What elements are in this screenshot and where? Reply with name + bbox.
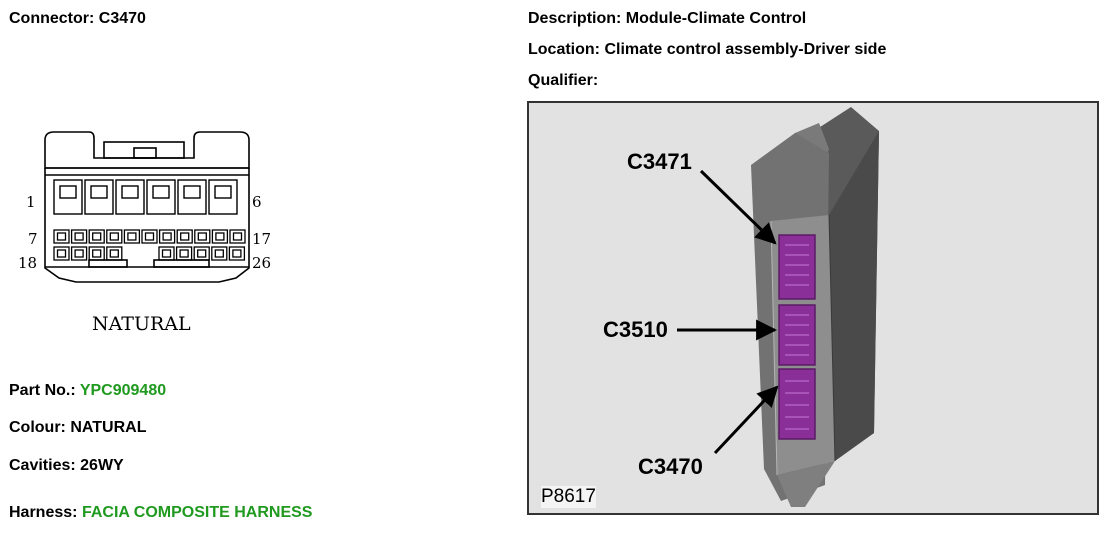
arrow-c3470 [713, 385, 779, 455]
harness-row: Harness: FACIA COMPOSITE HARNESS [9, 503, 312, 523]
part-number-row: Part No.: YPC909480 [9, 381, 166, 401]
cavity-middle [53, 229, 70, 244]
connector-title: Connector: C3470 [9, 9, 146, 29]
cavity-middle [229, 229, 246, 244]
cavity-top [146, 179, 176, 215]
description-row: Description: Module-Climate Control [528, 9, 806, 29]
callout-c3510: C3510 [603, 317, 668, 342]
qualifier-row: Qualifier: [528, 71, 598, 91]
cavity-bottom [211, 246, 228, 261]
cavities-row: Cavities: 26WY [9, 456, 124, 476]
module-location-illustration: C3471 C3510 C3470 P8617 [527, 101, 1099, 515]
part-number-label: Part No.: [9, 382, 76, 399]
arrow-c3471 [699, 169, 777, 245]
cavity-bottom [106, 246, 123, 261]
pin-label-26: 26 [252, 254, 271, 272]
description-value: Module-Climate Control [625, 10, 807, 27]
cavity-middle [141, 229, 158, 244]
bottom-cavity-row [53, 246, 246, 261]
middle-cavity-row [53, 229, 246, 244]
cavity-top [53, 179, 83, 215]
cavity-bottom [88, 246, 105, 261]
cavity-top [177, 179, 207, 215]
cavities-label: Cavities: [9, 457, 76, 474]
harness-label: Harness: [9, 504, 78, 521]
climate-module-drawing [677, 107, 879, 507]
part-number-link[interactable]: YPC909480 [79, 382, 167, 399]
cavity-middle [211, 229, 229, 244]
cavity-middle [70, 229, 88, 244]
cavity-middle [176, 229, 193, 244]
colour-row: Colour: NATURAL [9, 418, 146, 438]
cavity-middle [158, 229, 176, 244]
cavity-bottom [70, 246, 88, 261]
cavity-middle [106, 229, 123, 244]
callout-c3470: C3470 [638, 454, 703, 479]
cavity-bottom [193, 246, 210, 261]
cavity-top [84, 179, 114, 215]
location-row: Location: Climate control assembly-Drive… [528, 40, 886, 60]
cavity-middle [88, 229, 105, 244]
location-value: Climate control assembly-Driver side [604, 41, 887, 58]
callout-c3471: C3471 [627, 149, 692, 174]
pin-label-18: 18 [18, 254, 37, 272]
cavity-bottom [228, 246, 246, 261]
pin-label-1: 1 [26, 193, 36, 211]
connector-label: Connector: [9, 10, 95, 27]
cavity-top [208, 179, 238, 215]
colour-label: Colour: [9, 419, 66, 436]
cavity-top [115, 179, 145, 215]
location-label: Location: [528, 41, 600, 58]
pin-label-7: 7 [28, 230, 38, 248]
description-label: Description: [528, 10, 622, 27]
cavity-bottom [53, 246, 70, 261]
connector-colour-caption: NATURAL [92, 313, 191, 335]
pin-label-6: 6 [252, 193, 262, 211]
cavities-value: 26WY [80, 457, 124, 474]
connector-face-diagram: 1 6 7 17 18 26 NATURAL [18, 131, 271, 335]
pin-label-17: 17 [252, 230, 271, 248]
cavity-middle [123, 229, 141, 244]
figure-reference: P8617 [541, 486, 596, 508]
harness-link[interactable]: FACIA COMPOSITE HARNESS [81, 504, 313, 521]
cavity-bottom [158, 246, 175, 261]
qualifier-label: Qualifier: [528, 72, 599, 89]
cavity-middle [194, 229, 211, 244]
top-cavity-row [53, 179, 238, 215]
cavity-bottom [175, 246, 193, 261]
colour-value: NATURAL [70, 419, 147, 436]
connector-id: C3470 [98, 10, 146, 27]
